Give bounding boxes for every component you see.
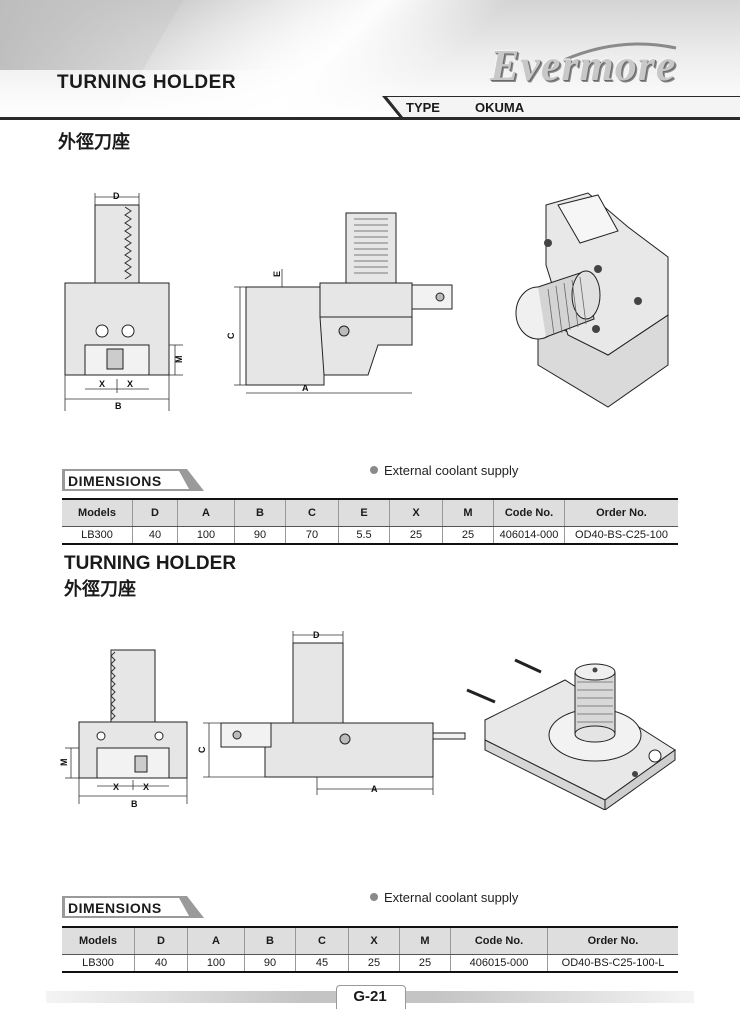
brand-logo: Evermore <box>490 41 677 90</box>
dim-label-b: B <box>131 799 138 809</box>
table-cell: 25 <box>442 526 494 544</box>
column-header: C <box>285 499 339 527</box>
table-cell: OD40-BS-C25-100 <box>564 526 678 544</box>
dim-label-e: E <box>272 271 282 277</box>
dim-label-c: C <box>226 332 236 339</box>
column-header: A <box>177 499 235 527</box>
table-header-row: Models D A B C X M Code No. Order No. <box>62 927 678 955</box>
table-cell: 90 <box>244 954 296 972</box>
column-header: Code No. <box>493 499 565 527</box>
dimensions-table-2: Models D A B C X M Code No. Order No. LB… <box>62 926 678 973</box>
header-band <box>0 0 740 120</box>
dim-label-c: C <box>197 746 207 753</box>
table-cell: 5.5 <box>338 526 390 544</box>
section1-cn-title: 外徑刀座 <box>58 132 130 153</box>
table-cell: 25 <box>389 526 443 544</box>
table-cell: LB300 <box>62 954 135 972</box>
page-number-tab <box>336 985 406 1009</box>
dim-label-b: B <box>115 401 122 411</box>
table-header-row: Models D A B C E X M Code No. Order No. <box>62 499 678 527</box>
dim-label-d: D <box>113 191 120 201</box>
type-tab-fill <box>387 97 740 117</box>
page-number: G-21 <box>353 988 387 1005</box>
dim-label-x: X <box>143 782 149 792</box>
table-cell: 406014-000 <box>493 526 565 544</box>
section2-title: TURNING HOLDER <box>64 553 237 574</box>
table-cell: 25 <box>348 954 400 972</box>
column-header: Order No. <box>547 927 678 955</box>
column-header: Models <box>62 927 135 955</box>
table-cell: 100 <box>187 954 245 972</box>
column-header: A <box>187 927 245 955</box>
table-cell: OD40-BS-C25-100-L <box>547 954 678 972</box>
column-header: Order No. <box>564 499 678 527</box>
dim-label-x: X <box>99 379 105 389</box>
table-cell: 40 <box>134 954 188 972</box>
table-cell: 25 <box>399 954 451 972</box>
column-header: C <box>295 927 349 955</box>
dim-label-a: A <box>302 383 309 393</box>
column-header: X <box>389 499 443 527</box>
column-header: X <box>348 927 400 955</box>
dim-label-x: X <box>113 782 119 792</box>
table-cell: 40 <box>132 526 178 544</box>
column-header: B <box>234 499 286 527</box>
dimensions-label: DIMENSIONS <box>68 473 162 489</box>
coolant-note-2: External coolant supply <box>370 890 518 905</box>
type-value: OKUMA <box>475 100 525 115</box>
page-title: TURNING HOLDER <box>57 72 237 93</box>
dimensions-tab-fill <box>65 471 189 489</box>
table-cell: LB300 <box>62 526 133 544</box>
dim-label-d: D <box>313 630 320 640</box>
dimensions-table-1: Models D A B C E X M Code No. Order No. … <box>62 498 678 545</box>
column-header: M <box>399 927 451 955</box>
table-cell: 406015-000 <box>450 954 548 972</box>
column-header: Code No. <box>450 927 548 955</box>
iso-view-drawing-2 <box>465 650 690 810</box>
table-cell: 45 <box>295 954 349 972</box>
side-view-drawing-1: C A E <box>218 205 468 395</box>
coolant-text: External coolant supply <box>384 463 519 478</box>
dim-label-a: A <box>371 784 378 794</box>
side-view-drawing-2: D A C <box>195 625 475 800</box>
table-row: LB300 40 100 90 45 25 25 406015-000 OD40… <box>62 954 678 972</box>
column-header: Models <box>62 499 133 527</box>
dim-label-m: M <box>59 759 69 767</box>
coolant-note-1: External coolant supply <box>370 463 518 478</box>
column-header: E <box>338 499 390 527</box>
bullet-icon <box>370 466 378 474</box>
coolant-text: External coolant supply <box>384 890 519 905</box>
dim-label-m: M <box>174 356 184 364</box>
front-view-drawing-1: D B X X M <box>55 185 195 415</box>
dimensions-label: DIMENSIONS <box>68 900 162 916</box>
section2-cn-title: 外徑刀座 <box>64 579 136 600</box>
header-rule <box>0 117 740 120</box>
brand-swoosh-icon <box>563 42 677 62</box>
table-cell: 100 <box>177 526 235 544</box>
column-header: M <box>442 499 494 527</box>
table-row: LB300 40 100 90 70 5.5 25 25 406014-000 … <box>62 526 678 544</box>
front-view-drawing-2: B X X M <box>55 640 195 810</box>
table-cell: 90 <box>234 526 286 544</box>
iso-view-drawing-1 <box>498 185 688 410</box>
column-header: D <box>134 927 188 955</box>
column-header: B <box>244 927 296 955</box>
bullet-icon <box>370 893 378 901</box>
table-cell: 70 <box>285 526 339 544</box>
dimensions-tab-fill <box>65 898 189 916</box>
type-label: TYPE <box>406 100 440 115</box>
column-header: D <box>132 499 178 527</box>
dim-label-x: X <box>127 379 133 389</box>
